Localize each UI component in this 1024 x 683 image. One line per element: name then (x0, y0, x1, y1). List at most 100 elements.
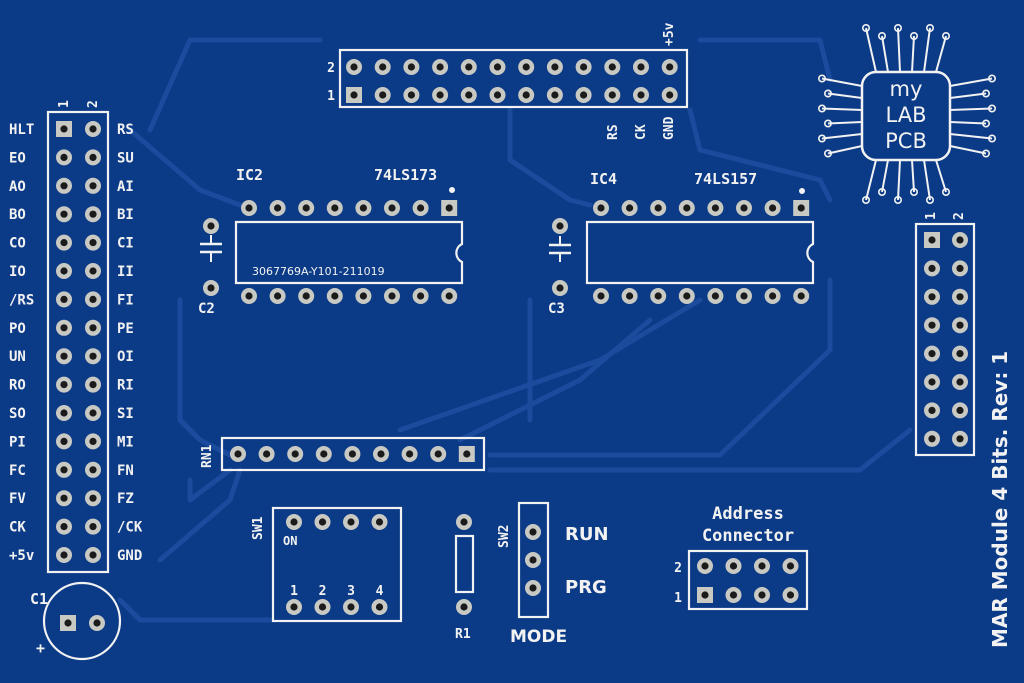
left-header-signal-label: CO (9, 236, 26, 252)
sw2-pin (525, 580, 541, 596)
header-pin (403, 59, 420, 75)
rn1-pin (287, 446, 304, 462)
rn1-pin (458, 446, 475, 462)
ic-pin (441, 288, 458, 304)
left-header-signal-label: +5v (9, 548, 34, 564)
top-header-row-label: 2 (327, 61, 335, 76)
left-header-signal-label: PE (117, 321, 134, 337)
c2-label: C2 (198, 301, 215, 317)
sw1-pin (286, 599, 302, 615)
sw1-pin (343, 599, 359, 615)
r1-pad (456, 599, 472, 615)
header-pin (604, 87, 621, 103)
header-pin (432, 87, 449, 103)
header-pin (924, 260, 940, 277)
header-pin (56, 547, 72, 563)
rn1-pin (230, 446, 246, 462)
rn1-footprint: RN1 (200, 436, 486, 472)
right-header-connector: 1 2 (914, 212, 976, 457)
address-pin (725, 558, 742, 574)
address-pin (697, 558, 713, 574)
ic2-pin1-dot (449, 187, 455, 193)
ic-pin (298, 288, 315, 304)
left-header-signal-label: FV (9, 491, 26, 507)
header-pin (924, 317, 940, 334)
left-header-col-label: 2 (86, 100, 101, 108)
address-pin (697, 587, 713, 603)
left-header-signal-label: FC (9, 463, 26, 479)
header-pin (460, 59, 477, 75)
header-pin (85, 348, 101, 365)
logo-chip-leads (817, 23, 996, 205)
header-pin (924, 232, 940, 248)
header-pin (85, 263, 101, 279)
sw1-pins (286, 514, 388, 615)
left-header-signal-label: CK (9, 520, 26, 536)
header-pin (460, 87, 477, 103)
sw2-pin (525, 524, 541, 540)
left-header-signal-label: /RS (9, 292, 34, 308)
ic2-part-label: 74LS173 (374, 166, 437, 184)
c3-footprint: C3 (548, 236, 571, 317)
mylabpcb-logo: my LAB PCB (817, 23, 996, 205)
sw1-pin (371, 599, 388, 615)
ic4-ref-label: IC4 (590, 170, 617, 188)
r1-pad (456, 514, 472, 530)
header-pin (85, 376, 101, 393)
top-header-connector: 2 1 +5v RS CK GND (327, 22, 689, 140)
c3-pad (552, 218, 568, 234)
header-pin (85, 319, 101, 336)
right-header-outline (914, 222, 976, 457)
header-pin (346, 59, 362, 75)
left-header-signal-label: EO (9, 150, 26, 166)
header-pin (56, 461, 72, 478)
rn1-pin (373, 446, 389, 462)
header-pin (518, 87, 535, 103)
address-connector-outline (687, 549, 809, 611)
ic4-pin1-dot (799, 188, 805, 194)
header-pin (403, 87, 420, 103)
header-pin (546, 59, 563, 75)
left-header-signal-label: MI (117, 434, 134, 450)
logo-chip-body (860, 70, 952, 162)
header-pin (489, 59, 506, 75)
ic-pin (793, 288, 810, 304)
ic-pin (412, 288, 429, 304)
header-pin (85, 461, 101, 478)
address-connector-title: Address (712, 504, 784, 524)
header-pin (952, 345, 968, 362)
sw1-outline (271, 506, 403, 623)
left-header-outline (46, 110, 110, 574)
r1-label: R1 (455, 627, 471, 642)
r1-outline (454, 534, 475, 594)
rn1-pins (230, 446, 475, 462)
ic-pin (678, 288, 695, 304)
top-header-outline (338, 48, 689, 109)
header-pin (633, 87, 649, 103)
c3-label: C3 (548, 301, 565, 317)
left-header-signal-label: HLT (9, 122, 34, 138)
header-pin (56, 319, 72, 336)
left-header-signal-label: FI (117, 292, 134, 308)
sw1-pin-number: 4 (376, 584, 384, 599)
logo-text-lab: LAB (886, 103, 927, 127)
header-pin (56, 206, 72, 223)
left-header-signal-label: PO (9, 321, 26, 337)
sw1-on-label: ON (283, 534, 297, 548)
header-pin (432, 59, 449, 75)
ic2-marking: 3067769A-Y101-211019 (252, 265, 385, 278)
header-pin (489, 87, 506, 103)
left-header-signal-label: SU (117, 150, 134, 166)
top-header-pins (346, 59, 678, 103)
left-header-signal-label: UN (9, 349, 26, 365)
header-pin (85, 547, 101, 563)
header-pin (85, 177, 101, 194)
ic-pin (593, 200, 609, 216)
address-pin (754, 558, 770, 574)
ic-pin (298, 200, 315, 216)
header-pin (952, 232, 968, 248)
c1-pad (60, 615, 76, 631)
header-pin (56, 433, 72, 450)
